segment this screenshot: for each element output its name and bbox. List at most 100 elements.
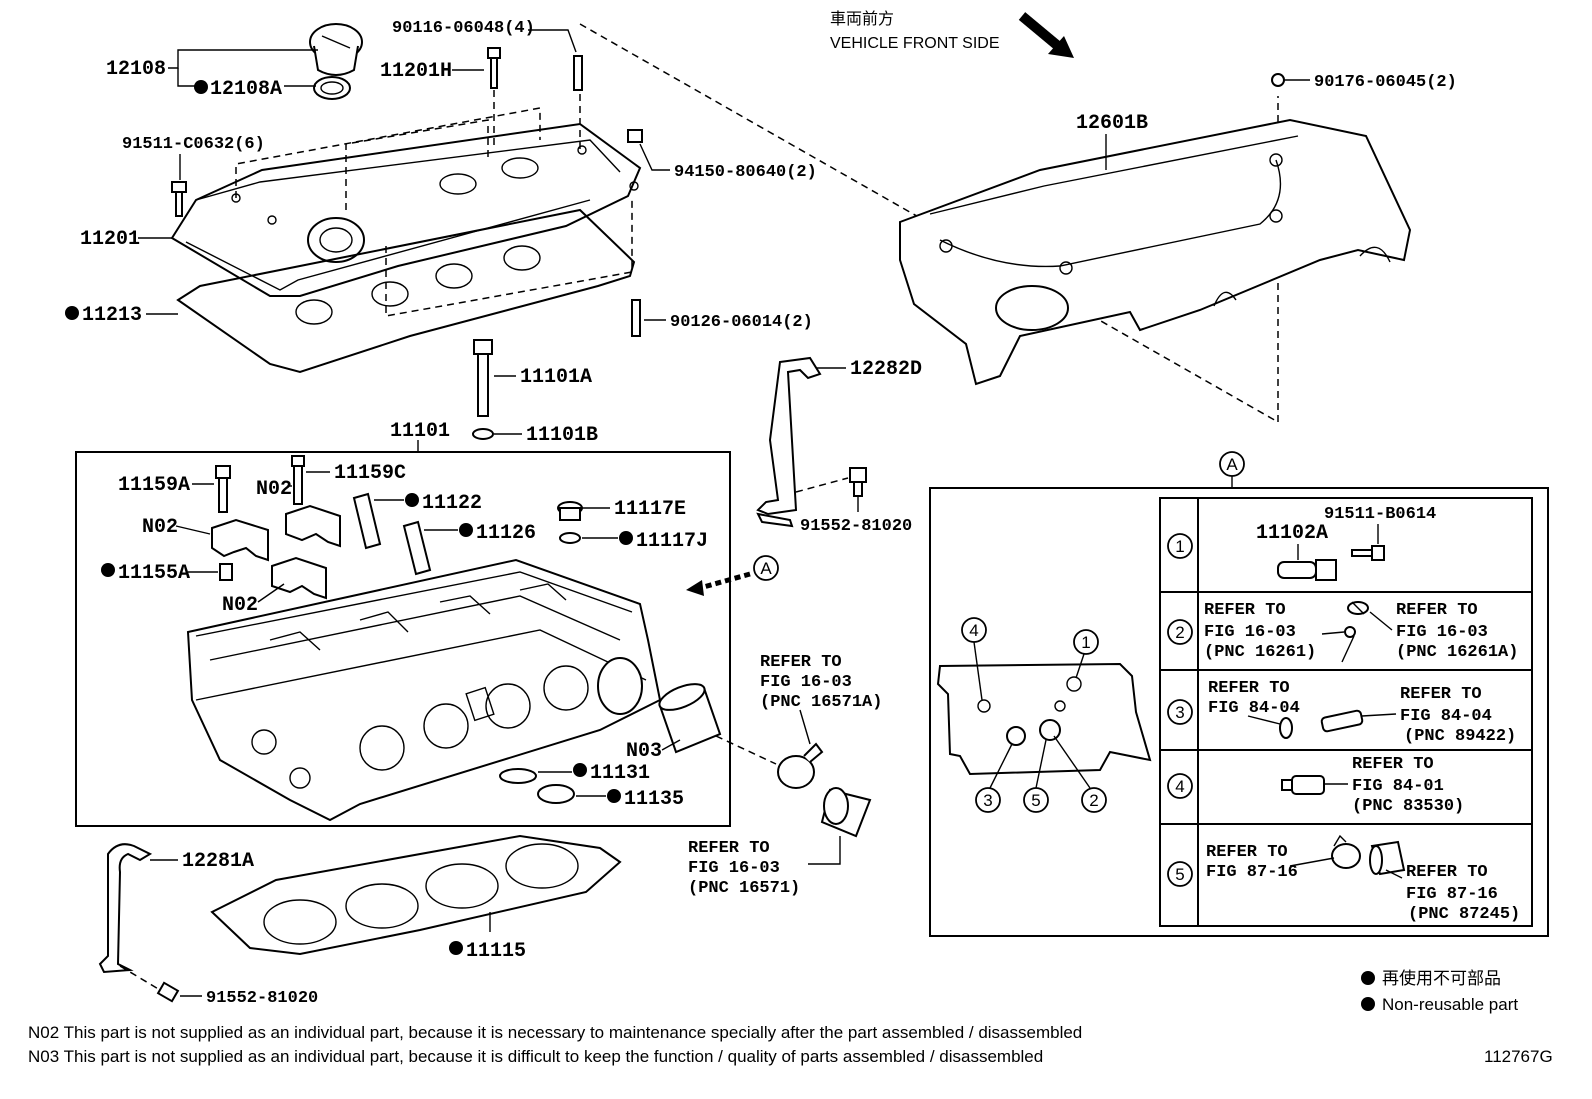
detail-row-2-num: 2 [1175,623,1184,642]
cylinder-head-cover-drawing [170,122,642,297]
detail-callout-1-num: 1 [1081,633,1090,652]
legend-jp: 再使用不可部品 [1382,968,1501,988]
part-label-94150: 94150-80640(2) [674,163,817,182]
detail-row-3-circle [1167,699,1193,725]
part-label-11101B: 11101B [526,424,598,447]
part-label-N03: N03 [626,740,662,763]
detail-row-4-text-1: FIG 84-01 [1352,777,1444,796]
detail-row-5-text-1: FIG 87-16 [1206,863,1298,882]
part-label-11117J: 11117J [636,530,708,553]
part-label-11101: 11101 [390,420,450,443]
view-marker-circle [753,555,779,581]
non-reusable-dot [449,941,463,955]
front-arrow-icon [1018,12,1074,58]
detail-row-2-text-0: REFER TO [1204,601,1286,620]
ref-16571A-line3: (PNC 16571A) [760,693,882,712]
pipe-fitting-drawing [1341,601,1369,663]
legend-en: Non-reusable part [1382,995,1518,1014]
bolt-91552a-drawing [849,467,867,497]
cylinder-head-box [75,451,731,827]
cover-gasket-drawing [176,208,636,374]
head-bolt-drawing [472,339,494,440]
gasket-11131-drawing [499,768,537,784]
non-reusable-dot [607,789,621,803]
oil-filler-cap-drawing [309,23,363,100]
ref-16571A-line1: REFER TO [760,653,842,672]
part-label-11201H: 11201H [380,60,452,83]
part-label-N02b: N02 [142,516,178,539]
detail-marker-a: A [1226,455,1238,474]
note-N03: N03 This part is not supplied as an indi… [28,1047,1043,1066]
detail-row-2-text-1: FIG 16-03 [1204,623,1296,642]
part-label-12282D: 12282D [850,358,922,381]
part-label-11135: 11135 [624,788,684,811]
non-reusable-dot [65,306,79,320]
part-label-12108: 12108 [106,58,166,81]
detail-row-4-text-0: REFER TO [1352,755,1434,774]
part-label-11159A: 11159A [118,474,190,497]
non-reusable-dot [405,493,419,507]
bracket-12282D-drawing [756,356,822,528]
head-gasket-drawing [210,834,622,956]
hose-clamp-small-drawing [1331,834,1361,869]
oil-switch-drawing [1281,775,1325,795]
part-label-12601B: 12601B [1076,112,1148,135]
non-reusable-dot [194,80,208,94]
non-reusable-dot [101,563,115,577]
detail-row-5-text-4: (PNC 87245) [1408,905,1520,924]
nut-94150-drawing [627,129,643,143]
part-label-12108A: 12108A [210,78,282,101]
detail-row-2-text-4: FIG 16-03 [1396,623,1488,642]
detail-row-2-text-3: REFER TO [1396,601,1478,620]
part-label-11122: 11122 [422,492,482,515]
detail-row-3-text-0: REFER TO [1208,679,1290,698]
part-label-11159C: 11159C [334,462,406,485]
bolt-91511b-drawing [1351,545,1385,561]
detail-row-3-num: 3 [1175,703,1184,722]
detail-table [1159,497,1533,927]
detail-callout-3-num: 3 [983,791,992,810]
hose-small-drawing [1369,840,1406,876]
detail-row-4-num: 4 [1175,777,1184,796]
ref-16571-line1: REFER TO [688,839,770,858]
cylinder-head-drawing [186,558,662,822]
detail-row-5-circle [1167,861,1193,887]
detail-row-4-circle [1167,773,1193,799]
detail-row-3-text-2: REFER TO [1400,685,1482,704]
detail-row-1-circle [1167,533,1193,559]
bolt-91552b-drawing [156,981,180,1003]
detail-row-3-text-3: FIG 84-04 [1400,707,1492,726]
bolt-11159A-drawing [215,465,231,513]
detail-callout-5-num: 5 [1031,791,1040,810]
legend-dot-jp [1361,971,1375,985]
bolt-91511-drawing [171,181,187,217]
temp-sensor-drawing [1320,709,1364,733]
bearing-cap-drawing [211,504,341,600]
cover-dashed-bolt-guides [235,90,633,317]
detail-callout-1 [1073,629,1099,655]
ref-16571-line3: (PNC 16571) [688,879,800,898]
legend-dot-en [1361,997,1375,1011]
ref-16571A-line2: FIG 16-03 [760,673,852,692]
hose-clamp-drawing [777,742,824,789]
detail-callout-4-num: 4 [969,621,978,640]
part-label-11131: 11131 [590,762,650,785]
part-label-11117E: 11117E [614,498,686,521]
non-reusable-dot [573,763,587,777]
part-label-N02c: N02 [222,594,258,617]
part-label-11115: 11115 [466,940,526,963]
detail-row-5-text-2: REFER TO [1406,863,1488,882]
seal-11135-drawing [537,784,575,804]
part-label-91552b: 91552-81020 [206,989,318,1008]
detail-row-5-text-0: REFER TO [1206,843,1288,862]
part-label-N02a: N02 [256,478,292,501]
part-label-91511: 91511-C0632(6) [122,135,265,154]
detail-row-1-text-0: 91511-B0614 [1324,505,1436,524]
view-arrow-icon [686,571,751,596]
detail-row-3-text-4: (PNC 89422) [1404,727,1516,746]
detail-row-1-num: 1 [1175,537,1184,556]
direction-en: VEHICLE FRONT SIDE [830,35,1000,52]
detail-callout-3 [975,787,1001,813]
bolt-11159C-drawing [291,455,305,505]
detail-box [929,487,1549,937]
